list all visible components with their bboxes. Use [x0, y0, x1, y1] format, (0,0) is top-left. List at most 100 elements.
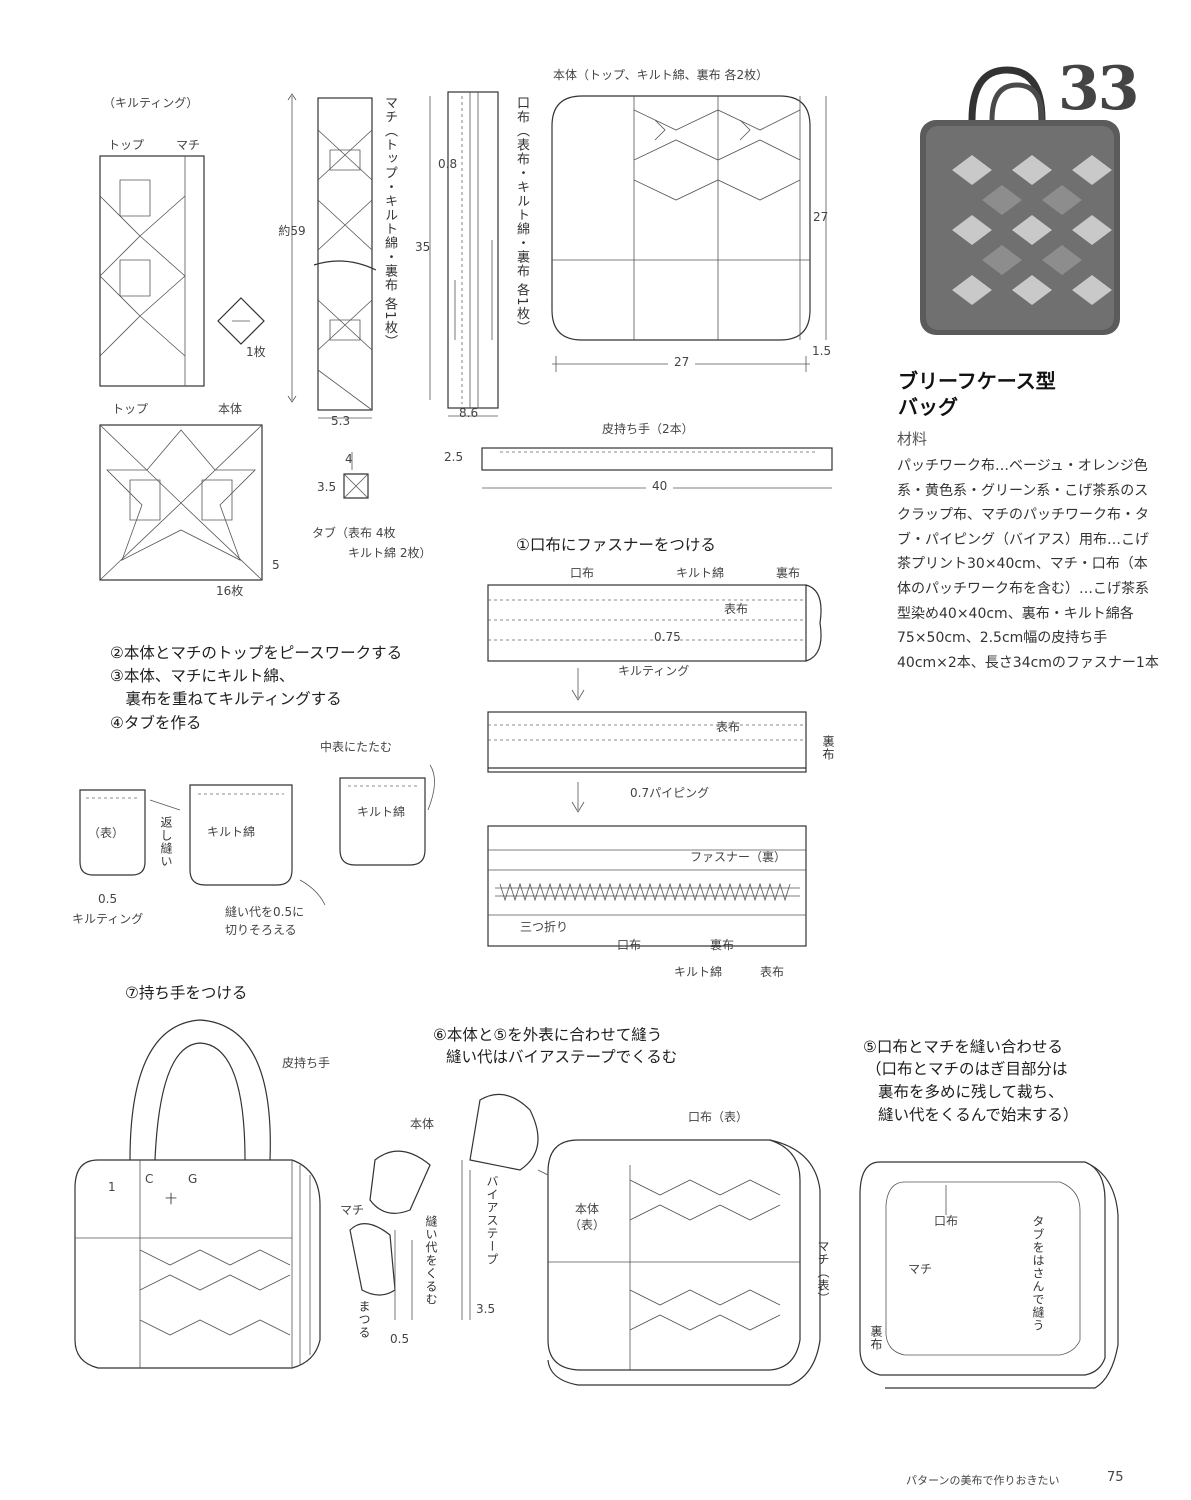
step6-dim-05: 0.5 — [390, 1332, 410, 1346]
tab-small-drawing — [343, 452, 369, 499]
machi-dim-width: 5.3 — [331, 414, 351, 428]
step6-heading-2: 縫い代はバイアステープでくるむ — [446, 1048, 678, 1066]
step2-text: ②本体とマチのトップをピースワークする — [110, 644, 403, 662]
step1-heading: ①口布にファスナーをつける — [516, 536, 716, 554]
step5-lining: 裏布 — [869, 1325, 883, 1351]
footer-book-title: パターンの美布で作りおきたい — [906, 1474, 1060, 1487]
seam-cut-label: 縫い代を0.5に — [225, 905, 305, 919]
step5-kuchinuno: 口布 — [934, 1214, 959, 1228]
step7-dim-c: C — [145, 1172, 154, 1186]
count-16: 16枚 — [216, 584, 244, 598]
tab-dim-b: 3.5 — [317, 480, 337, 494]
step5-heading-1: ⑤口布とマチを縫い合わせる — [863, 1038, 1063, 1056]
step1-piping: 0.7パイピング — [630, 786, 710, 800]
body-dim-height: 27 — [813, 210, 829, 224]
body-dim-width: 27 — [668, 355, 696, 371]
materials-text: パッチワーク布…ベージュ・オレンジ色系・黄色系・グリーン系・こげ茶系のスクラップ… — [897, 458, 1159, 671]
body-dim-corner: 1.5 — [812, 344, 832, 358]
step7-dim-1: 1 — [108, 1180, 116, 1194]
top-label-2: トップ — [112, 402, 149, 416]
seam-cut-label-2: 切りそろえる — [225, 923, 297, 937]
pattern-number: 33 — [1058, 54, 1139, 124]
step1-outer2: 表布 — [716, 720, 741, 734]
step1-quilt: キルト綿 — [676, 566, 725, 580]
handle-dim-length: 40 — [646, 479, 674, 495]
tab-count: 1枚 — [246, 345, 266, 359]
kuchinuno-caption: 口布（表布・キルト綿・裏布 各1枚） — [514, 96, 529, 335]
tab-omote-label: （表） — [88, 826, 125, 840]
step3-text-a: ③本体、マチにキルト綿、 — [110, 667, 295, 685]
step1-lining2: 裏布 — [821, 735, 835, 761]
step6-dim-35: 3.5 — [476, 1302, 496, 1316]
step6-fold: まつる — [357, 1300, 371, 1339]
materials-label: 材料 — [897, 430, 928, 448]
handle-caption: 皮持ち手（2本） — [602, 422, 694, 436]
machi-dim-length: 約59 — [278, 224, 306, 238]
step1-strips — [487, 584, 822, 947]
step6-machi-omote: マチ（表） — [816, 1240, 830, 1305]
tab-quilting-label: キルティング — [72, 912, 144, 926]
pattern-title: ブリーフケース型 バッグ — [898, 368, 1056, 420]
step5-heading-3: 裏布を多めに残して裁ち、 — [878, 1083, 1064, 1101]
dim-5: 5 — [272, 558, 280, 572]
step6-honntai: 本体 — [410, 1117, 435, 1131]
step6-kuchinuno: 口布（表） — [688, 1110, 749, 1124]
machi-caption: マチ（トップ・キルト綿・裏布 各1枚） — [382, 96, 397, 349]
step6-honntai-omote: 本体（表） — [568, 1202, 605, 1232]
step7-dim-jyu: 十 — [165, 1192, 178, 1206]
quilting-strip-drawing — [99, 155, 205, 387]
step1-outer3: 表布 — [760, 965, 785, 979]
quilting-heading: （キルティング） — [103, 96, 199, 110]
step6-heading-1: ⑥本体と⑤を外表に合わせて縫う — [433, 1026, 663, 1044]
machi-panel-drawing — [287, 93, 377, 419]
honntai-label: 本体 — [218, 402, 243, 416]
step6-machi: マチ — [340, 1203, 365, 1217]
tab-caption-2: キルト綿 2枚） — [348, 546, 432, 560]
title-line-2: バッグ — [898, 395, 958, 419]
tab-dim-05: 0.5 — [98, 892, 118, 906]
center-fold-label: 中表にたたむ — [320, 740, 393, 754]
step5-machi: マチ — [908, 1262, 933, 1276]
tab-dim-a: 4 — [345, 452, 353, 466]
body-panel-drawing — [551, 95, 827, 372]
step7-bag-drawing — [74, 1019, 321, 1369]
body-caption: 本体（トップ、キルト綿、裏布 各2枚） — [553, 68, 769, 82]
step6-drawings — [349, 1093, 821, 1386]
body-quilting-square — [99, 424, 263, 581]
step3-text-b: 裏布を重ねてキルティングする — [110, 690, 342, 708]
kuchinuno-dim-35: 35 — [415, 240, 431, 254]
step1-kuchinuno2: 口布 — [617, 938, 642, 952]
step1-zipper: ファスナー（裏） — [690, 850, 787, 864]
step1-kuchinuno: 口布 — [570, 566, 595, 580]
handle-label: 皮持ち手 — [282, 1056, 331, 1070]
step5-heading-4: 縫い代をくるんで始末する） — [878, 1106, 1079, 1124]
tab-diamond — [217, 297, 265, 345]
tab-caption-1: タブ（表布 4枚 — [312, 526, 396, 540]
kuchinuno-panel-drawing — [429, 91, 499, 417]
step7-dim-g: G — [188, 1172, 198, 1186]
bag-photo — [920, 66, 1120, 335]
step1-quilting: キルティング — [618, 664, 690, 678]
page-number: 75 — [1107, 1470, 1124, 1485]
step6-bias: バイアステープ — [485, 1175, 499, 1266]
return-sew-label: 返し縫い — [159, 816, 173, 868]
step1-lining3: 裏布 — [710, 938, 735, 952]
step6-seam: 縫い代をくるむ — [424, 1215, 438, 1306]
step7-heading: ⑦持ち手をつける — [125, 984, 248, 1002]
tab-quilt-label: キルト綿 — [207, 825, 256, 839]
machi-label: マチ — [176, 138, 201, 152]
step1-quilt2: キルト綿 — [674, 965, 723, 979]
step1-mitsuori: 三つ折り — [520, 920, 569, 934]
tab-making-drawings — [79, 764, 435, 906]
step5-heading-2: （口布とマチのはぎ目部分は — [866, 1060, 1068, 1078]
step1-dim: 0.75 — [654, 630, 681, 644]
step4-text: ④タブを作る — [110, 714, 202, 732]
tab-quilt-label-2: キルト綿 — [357, 805, 406, 819]
step1-outer: 表布 — [724, 602, 749, 616]
step5-tab-note: タブをはさんで縫う — [1031, 1215, 1045, 1332]
handle-dim-width: 2.5 — [444, 450, 464, 464]
title-line-1: ブリーフケース型 — [898, 369, 1056, 393]
step5-drawing — [859, 1161, 1119, 1389]
kuchinuno-dim-width: 8.6 — [459, 406, 479, 420]
